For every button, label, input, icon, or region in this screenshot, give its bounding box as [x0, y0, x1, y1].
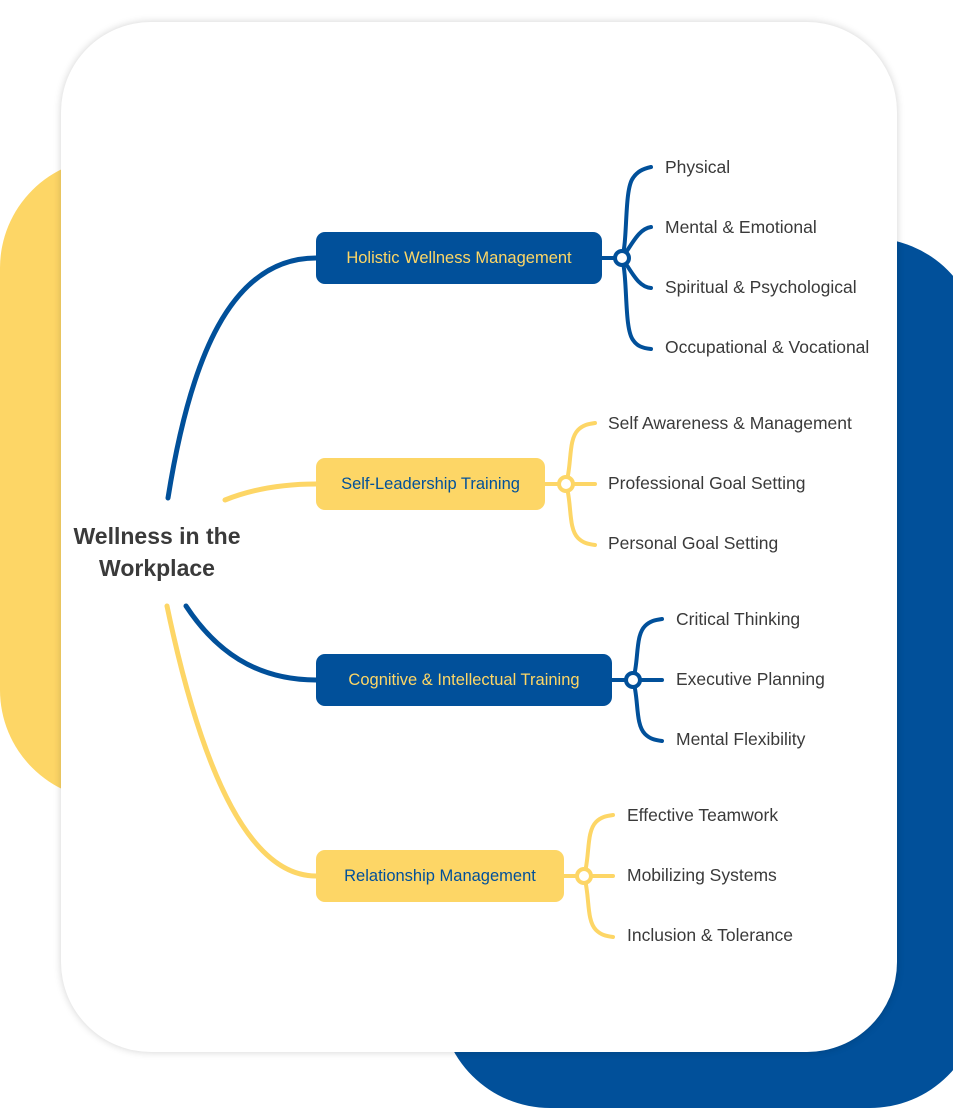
leaf-spiritual-psychological: Spiritual & Psychological — [665, 277, 857, 297]
leaf-physical: Physical — [665, 157, 731, 177]
branch-holistic-wellness: Holistic Wellness Management — [316, 232, 602, 284]
leaf-mental-flexibility: Mental Flexibility — [676, 729, 806, 749]
branch-cognitive-intellectual: Cognitive & Intellectual Training — [316, 654, 612, 706]
leaf-inclusion-tolerance: Inclusion & Tolerance — [627, 925, 794, 945]
fan-branch-4 — [562, 813, 615, 939]
fan-branch-2 — [543, 421, 597, 547]
fan-branch-1 — [600, 165, 653, 351]
connector-center-branch-4 — [164, 603, 319, 879]
branch-relationship-management: Relationship Management — [316, 850, 564, 902]
leaf-professional-goal-setting: Professional Goal Setting — [608, 473, 806, 493]
leaf-effective-teamwork: Effective Teamwork — [627, 805, 779, 825]
leaf-personal-goal-setting: Personal Goal Setting — [608, 533, 779, 553]
central-topic: Wellness in the Workplace — [57, 520, 257, 584]
fan-branch-3 — [610, 617, 664, 743]
leaf-mobilizing-systems: Mobilizing Systems — [627, 865, 777, 885]
leaf-executive-planning: Executive Planning — [676, 669, 825, 689]
branch-label: Cognitive & Intellectual Training — [348, 670, 580, 689]
leaf-occupational-vocational: Occupational & Vocational — [665, 337, 870, 357]
branch-label: Holistic Wellness Management — [346, 248, 572, 267]
central-topic-line-2: Workplace — [99, 555, 215, 581]
connector-center-branch-2 — [222, 481, 319, 503]
central-topic-line-1: Wellness in the — [73, 523, 241, 549]
branch-label: Self-Leadership Training — [341, 474, 520, 493]
leaf-mental-emotional: Mental & Emotional — [665, 217, 817, 237]
branch-label: Relationship Management — [344, 866, 536, 885]
branch-self-leadership: Self-Leadership Training — [316, 458, 545, 510]
connector-center-branch-1 — [165, 255, 319, 501]
leaf-self-awareness: Self Awareness & Management — [608, 413, 852, 433]
connector-center-branch-3 — [183, 603, 319, 683]
leaf-critical-thinking: Critical Thinking — [676, 609, 801, 629]
